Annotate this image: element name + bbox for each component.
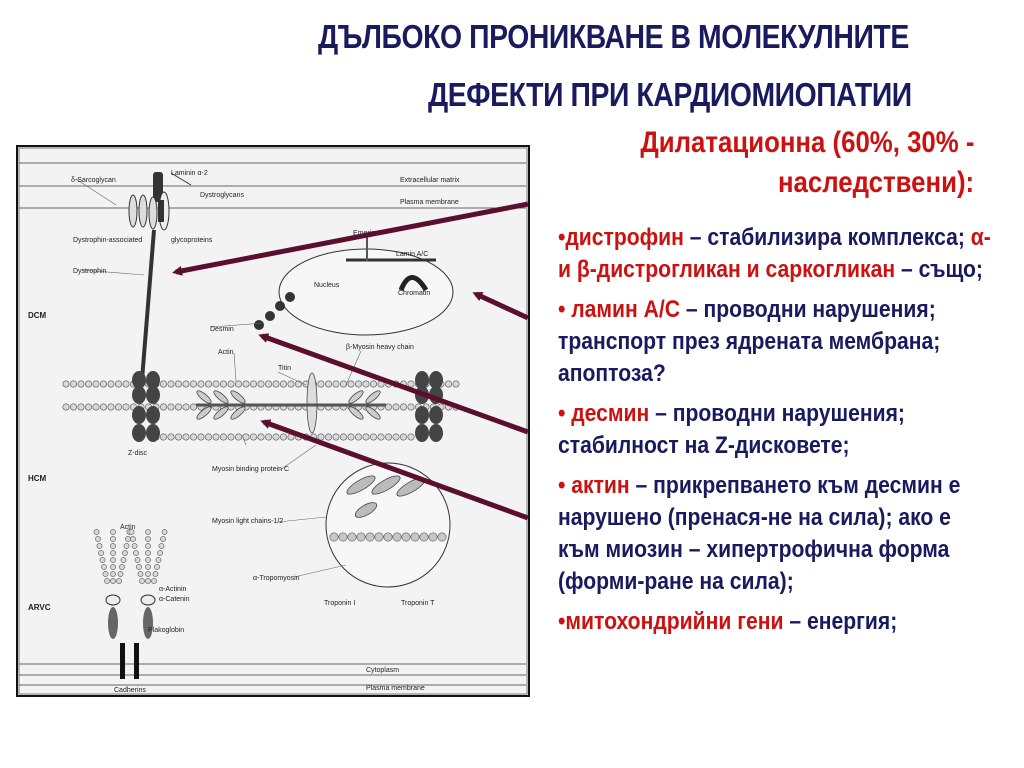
bullet-text: - и [558, 224, 991, 283]
label-ecm: Extracellular matrix [400, 177, 460, 184]
bullet-term: дистрофин [565, 224, 684, 251]
bullet-list: •дистрофин – стабилизира комплекса; α- и… [558, 222, 998, 646]
desmin-beads [254, 292, 295, 330]
label-troponin-i: Troponin I [324, 600, 355, 607]
bullet-term: ламин А/С [571, 296, 681, 323]
bullet-term: актин [571, 472, 630, 499]
label-dystroglycans: Dystroglycans [200, 192, 244, 199]
label-plasma-membrane-top: Plasma membrane [400, 199, 459, 206]
magnified-filament [325, 462, 451, 588]
bullet-term: -дистрогликан и саркогликан [589, 256, 896, 283]
label-plakoglobin: Plakoglobin [148, 627, 184, 634]
label-laminin: Laminin α-2 [171, 170, 208, 177]
label-tropomyosin: α-Tropomyosin [253, 575, 300, 582]
bullet-text: – енергия; [783, 608, 898, 635]
bullet-actin: • актин – прикрепването към десмин е нар… [558, 470, 998, 598]
beta-symbol: β [576, 256, 590, 283]
label-zdisc: Z-disc [128, 450, 148, 457]
label-desmin: Desmin [210, 326, 234, 333]
bullet-desmin: • десмин – проводни нарушения; стабилнос… [558, 398, 998, 462]
label-dag: Dystrophin-associated [73, 237, 142, 244]
label-cadherins: Cadherins [114, 687, 146, 694]
diagram-frame [16, 145, 530, 697]
label-hcm: HCM [28, 474, 47, 483]
label-myosin: β-Myosin heavy chain [346, 344, 414, 351]
subtitle-line1: Дилатационна (60%, 30% - [639, 126, 974, 159]
label-cytoplasm: Cytoplasm [366, 667, 399, 674]
bullet-text: – прикрепването към десмин е нарушено (п… [558, 472, 961, 595]
cardiomyocyte-diagram: Laminin α-2 δ-Sarcoglycan Dystroglycans … [16, 145, 530, 697]
label-titin: Titin [278, 365, 291, 372]
label-plasma-membrane-bottom: Plasma membrane [366, 685, 425, 692]
bullet-dystrophin: •дистрофин – стабилизира комплекса; α- и… [558, 222, 998, 286]
label-lamin-ac: Lamin A/C [396, 251, 428, 258]
label-troponin-t: Troponin T [401, 600, 435, 607]
dystrophin-rod [140, 229, 156, 381]
label-arvc: ARVC [28, 603, 51, 612]
bullet-term: десмин [571, 400, 650, 427]
bullet-marker: • [558, 296, 572, 323]
label-emerin: Emerin [353, 230, 375, 237]
page-title-line1: ДЪЛБОКО ПРОНИКВАНЕ В МОЛЕКУЛНИТЕ [318, 18, 909, 55]
bullet-text: – проводни нарушения; стабилност на Z-ди… [558, 400, 905, 459]
bullet-mito: •митохондрийни гени – енергия; [558, 606, 998, 638]
label-sarcoglycan: δ-Sarcoglycan [71, 177, 116, 184]
label-catenin: α-Catenin [159, 596, 190, 603]
bullet-lamin: • ламин А/С – проводни нарушения; трансп… [558, 294, 998, 390]
label-dystrophin: Dystrophin [73, 268, 107, 275]
bullet-text: – стабилизира комплекса; [683, 224, 971, 251]
label-glycoproteins: glycoproteins [171, 237, 213, 244]
label-chromatin: Chromatin [398, 290, 430, 297]
bullet-term: митохондрийни гени [565, 608, 784, 635]
label-mlc: Myosin light chains-1/2 [212, 518, 283, 525]
label-actin: Actin [218, 349, 234, 356]
bullet-marker: • [558, 400, 572, 427]
label-mbpc: Myosin binding protein C [212, 466, 289, 473]
bullet-marker: • [558, 472, 572, 499]
bullet-marker: • [558, 224, 566, 251]
alpha-symbol: α [970, 224, 984, 251]
desmosome [93, 529, 168, 679]
bullet-marker: • [558, 608, 566, 635]
bullet-text: – проводни нарушения; транспорт през ядр… [558, 296, 941, 387]
page-title-line2: ДЕФЕКТИ ПРИ КАРДИОМИОПАТИИ [428, 76, 912, 113]
dystroglycan-complex [128, 172, 192, 381]
label-actin-lower: Actin [120, 524, 136, 531]
subtitle-line2: наследствени): [777, 166, 974, 199]
bullet-text: – също; [895, 256, 983, 283]
label-dcm: DCM [28, 311, 47, 320]
label-actinin: α-Actinin [159, 586, 186, 593]
label-nucleus: Nucleus [314, 282, 340, 289]
